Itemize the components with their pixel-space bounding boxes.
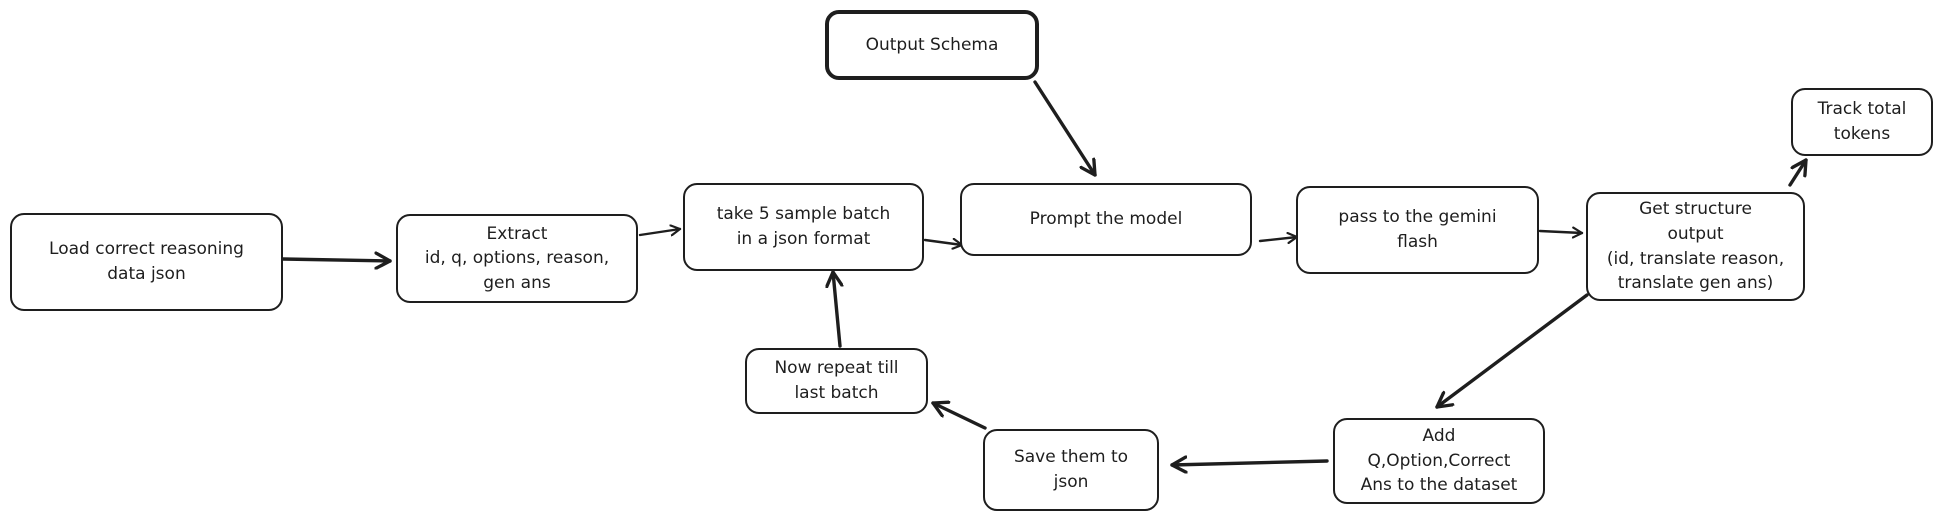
node-track-tokens: Track total tokens	[1791, 88, 1933, 156]
node-output-schema: Output Schema	[825, 10, 1039, 80]
node-structure-output: Get structure output (id, translate reas…	[1586, 192, 1805, 301]
node-gemini-flash: pass to the gemini flash	[1296, 186, 1539, 274]
node-save-json: Save them to json	[983, 429, 1159, 511]
arrow-add-to-save	[1170, 461, 1329, 465]
arrow-prompt-to-gemini	[1258, 237, 1299, 241]
arrow-take-to-prompt	[923, 240, 964, 245]
node-add-dataset-label: Add Q,Option,Correct Ans to the dataset	[1360, 426, 1518, 496]
node-prompt-model: Prompt the model	[960, 183, 1252, 256]
node-take-batch-label: take 5 sample batch in a json format	[716, 204, 891, 249]
node-track-tokens-label: Track total tokens	[1817, 99, 1907, 144]
arrow-schema-to-prompt	[1033, 80, 1097, 177]
node-output-schema-label: Output Schema	[865, 34, 999, 55]
arrow-repeat-to-take	[833, 270, 840, 348]
node-extract-label: Extract id, q, options, reason, gen ans	[424, 223, 610, 293]
node-add-dataset: Add Q,Option,Correct Ans to the dataset	[1333, 418, 1545, 504]
node-gemini-flash-label: pass to the gemini flash	[1338, 207, 1497, 252]
node-load-data: Load correct reasoning data json	[10, 213, 283, 311]
node-save-json-label: Save them to json	[1013, 447, 1129, 492]
arrow-structure-to-add	[1435, 293, 1589, 409]
node-prompt-model-label: Prompt the model	[1029, 209, 1183, 230]
arrow-extract-to-take	[638, 229, 682, 235]
node-structure-output-label: Get structure output (id, translate reas…	[1606, 199, 1785, 294]
arrow-gemini-to-structure	[1538, 231, 1584, 233]
node-take-batch: take 5 sample batch in a json format	[683, 183, 924, 271]
node-load-data-label: Load correct reasoning data json	[49, 239, 244, 284]
node-extract: Extract id, q, options, reason, gen ans	[396, 214, 638, 303]
arrow-load-to-extract	[281, 259, 392, 261]
node-repeat-batch-label: Now repeat till last batch	[774, 358, 899, 403]
arrow-save-to-repeat	[931, 403, 987, 430]
arrow-structure-to-tokens	[1788, 158, 1808, 187]
node-repeat-batch: Now repeat till last batch	[745, 348, 928, 414]
